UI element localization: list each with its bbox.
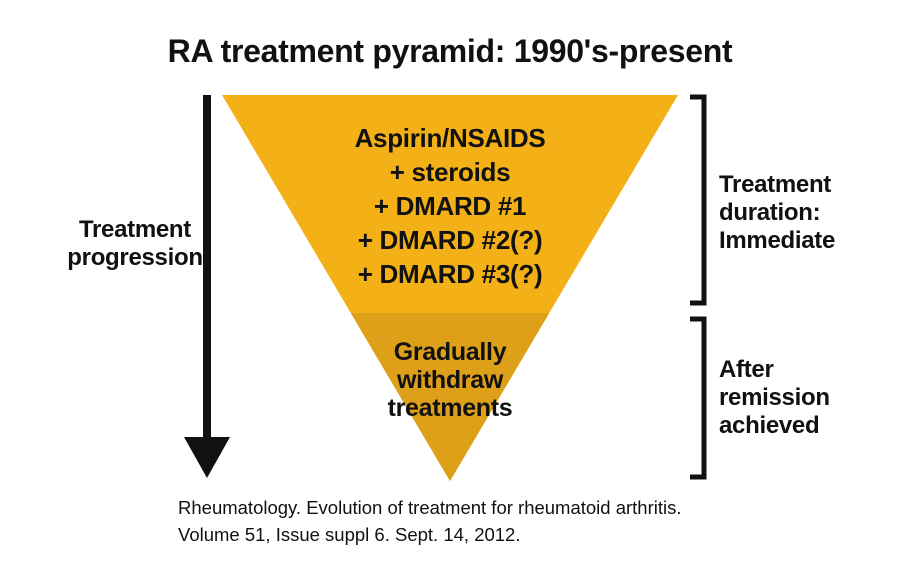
after-remission-line: remission — [719, 384, 830, 411]
pyramid-lower-shape — [350, 313, 550, 481]
pyramid-lower-line: treatments — [387, 394, 513, 422]
citation-line: Rheumatology. Evolution of treatment for… — [178, 497, 682, 518]
progression-arrow-shaft — [203, 95, 211, 440]
pyramid-upper-line: Aspirin/NSAIDS — [354, 123, 546, 153]
treatment-progression-line: Treatment — [78, 216, 191, 243]
treatment-duration-line: duration: — [719, 199, 821, 226]
treatment-duration-label: Treatment duration: Immediate — [719, 171, 889, 255]
pyramid-upper-line: + DMARD #3(?) — [357, 259, 543, 289]
progression-arrow-head — [184, 437, 230, 478]
figure-title: RA treatment pyramid: 1990's-present — [167, 33, 733, 69]
pyramid-upper-text: Aspirin/NSAIDS + steroids + DMARD #1 + D… — [250, 121, 650, 291]
pyramid-upper-line: + steroids — [389, 157, 511, 187]
treatment-duration-line: Immediate — [719, 227, 836, 254]
treatment-progression-label: Treatment progression — [40, 216, 230, 272]
after-remission-line: After — [719, 356, 774, 383]
pyramid-upper-line: + DMARD #2(?) — [357, 225, 543, 255]
treatment-duration-line: Treatment — [719, 171, 832, 198]
citation: Rheumatology. Evolution of treatment for… — [178, 494, 798, 548]
pyramid-lower-line: Gradually — [393, 338, 507, 366]
pyramid-lower-line: withdraw — [397, 366, 503, 394]
citation-line: Volume 51, Issue suppl 6. Sept. 14, 2012… — [178, 524, 521, 545]
bracket-immediate — [690, 94, 707, 306]
pyramid-upper-shape — [222, 95, 678, 481]
pyramid-upper-line: + DMARD #1 — [373, 191, 527, 221]
after-remission-line: achieved — [719, 412, 820, 439]
treatment-progression-line: progression — [67, 244, 203, 271]
after-remission-label: After remission achieved — [719, 356, 889, 440]
pyramid-lower-text: Gradually withdraw treatments — [300, 338, 600, 422]
bracket-remission — [690, 316, 707, 480]
